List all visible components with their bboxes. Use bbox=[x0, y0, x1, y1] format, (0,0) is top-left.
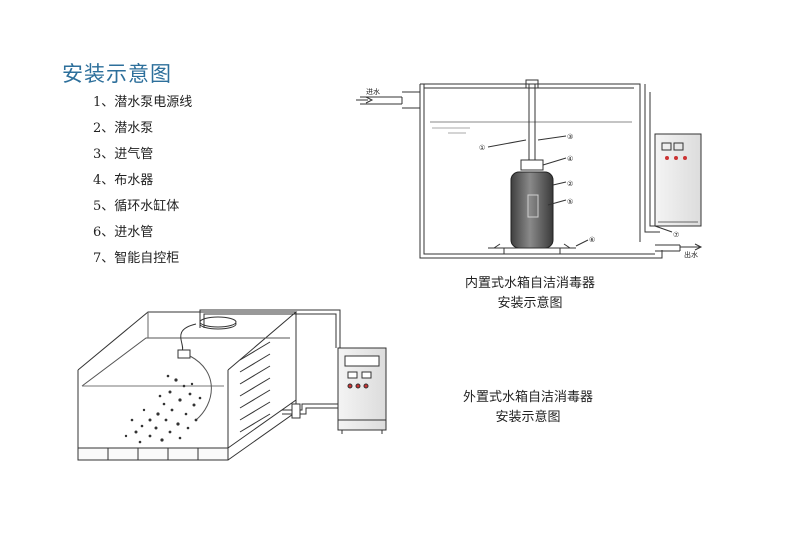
bubbles bbox=[124, 374, 202, 444]
marker-6: ⑥ bbox=[589, 236, 595, 244]
page-title: 安装示意图 bbox=[62, 62, 172, 86]
top-pipe bbox=[199, 309, 341, 348]
inner-tank-diagram bbox=[356, 79, 703, 259]
submersible-pump bbox=[177, 349, 191, 359]
tank-wall-inner bbox=[423, 84, 655, 255]
inlet-label: 进水 bbox=[366, 87, 380, 96]
cylinder-base bbox=[488, 243, 576, 249]
legend-item: 6、进水管 bbox=[93, 225, 154, 240]
inlet-flange bbox=[402, 91, 420, 109]
outer-caption-line2: 安装示意图 bbox=[495, 410, 561, 425]
cabinet-pipe-a bbox=[644, 84, 660, 233]
marker-2: ② bbox=[567, 180, 573, 188]
control-cabinet-inner bbox=[654, 133, 702, 227]
distributor bbox=[520, 159, 544, 171]
marker-7: ⑦ bbox=[673, 231, 679, 239]
legend-item: 4、布水器 bbox=[93, 173, 154, 188]
inner-caption-line1: 内置式水箱自洁消毒器 bbox=[464, 276, 595, 291]
tank-base bbox=[77, 400, 297, 461]
legend-item: 3、进气管 bbox=[93, 147, 154, 162]
side-ribs bbox=[239, 341, 271, 433]
tank-top-outer bbox=[420, 83, 641, 242]
legend-item: 1、潜水泵电源线 bbox=[93, 95, 193, 110]
outer-diagram-caption: 外置式水箱自洁消毒器 安装示意图 bbox=[438, 388, 618, 428]
marker-3: ③ bbox=[567, 133, 573, 141]
control-cabinet-outer bbox=[337, 347, 387, 434]
circulation-cylinder bbox=[510, 171, 554, 249]
outer-tank-diagram bbox=[77, 309, 341, 461]
outlet-label: 出水 bbox=[684, 250, 698, 259]
marker-4: ④ bbox=[567, 155, 573, 163]
marker-1: ① bbox=[479, 144, 485, 152]
side-pipe bbox=[282, 403, 338, 411]
legend-item: 2、潜水泵 bbox=[93, 121, 154, 136]
air-pipe bbox=[528, 84, 536, 168]
air-pipe-cap bbox=[525, 79, 539, 88]
marker-5: ⑤ bbox=[567, 198, 573, 206]
legend-item: 7、智能自控柜 bbox=[93, 251, 180, 266]
inner-diagram-caption: 内置式水箱自洁消毒器 安装示意图 bbox=[445, 274, 615, 314]
legend-list: 1、潜水泵电源线 2、潜水泵 3、进气管 4、布水器 5、循环水缸体 6、进水管… bbox=[93, 90, 192, 272]
tank-side-face bbox=[227, 312, 297, 449]
outlet-pipe bbox=[655, 244, 681, 252]
tank-top-edges bbox=[77, 311, 298, 371]
outer-caption-line1: 外置式水箱自洁消毒器 bbox=[462, 390, 593, 405]
inner-caption-line2: 安装示意图 bbox=[497, 296, 563, 311]
tank-wall-outer bbox=[419, 84, 663, 259]
legend-item: 5、循环水缸体 bbox=[93, 199, 180, 214]
